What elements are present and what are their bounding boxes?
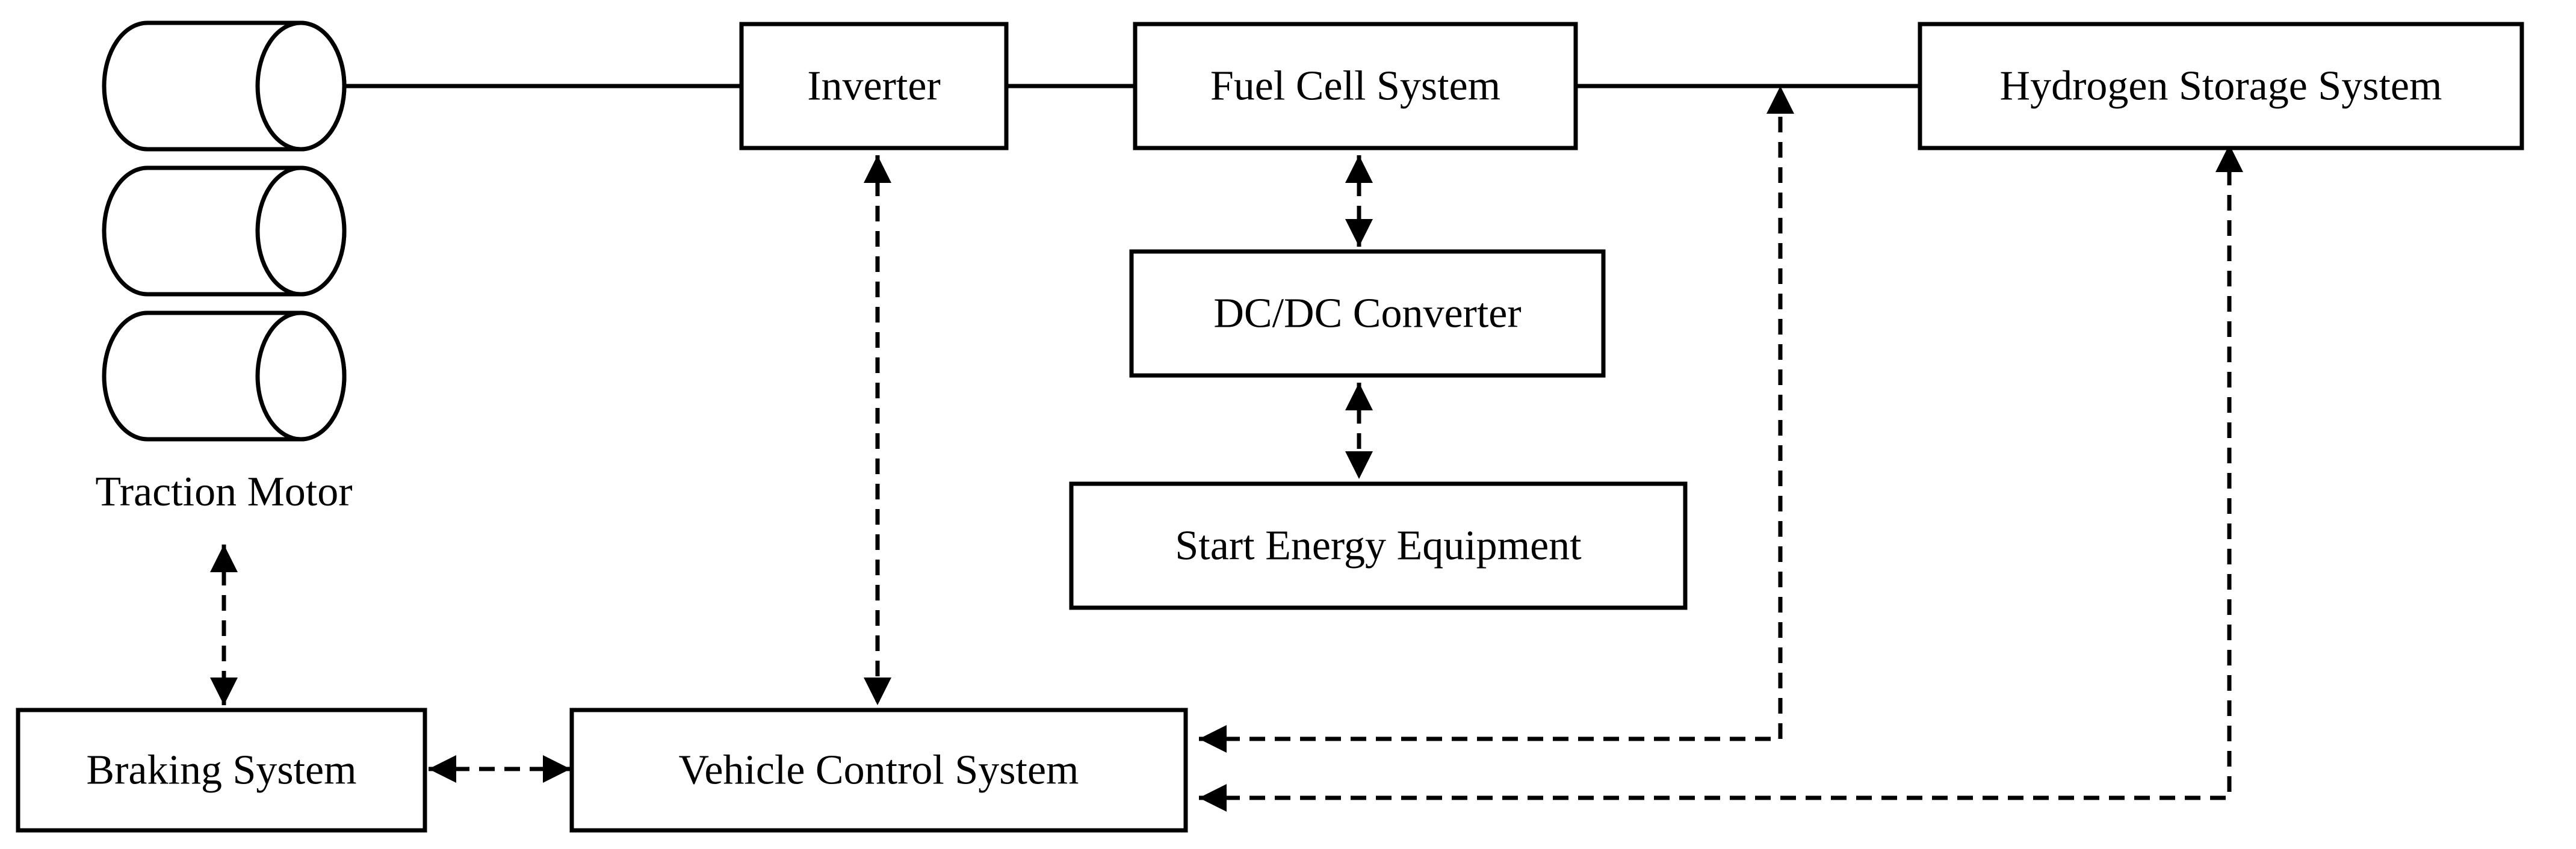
inverter-label: Inverter [807,63,941,110]
inverter-block: Inverter [739,22,1009,150]
dc-dc-converter-block: DC/DC Converter [1129,249,1606,378]
start-energy-equipment-label: Start Energy Equipment [1175,523,1582,569]
vcs-fuelcell-line-arrow [1199,86,1794,753]
start-energy-equipment-block: Start Energy Equipment [1069,481,1688,610]
braking-system-label: Braking System [86,747,356,794]
hydrogen-storage-system-label: Hydrogen Storage System [2000,63,2442,110]
vcs-hydrogen-arrow [1199,144,2243,812]
fuel-cell-system-block: Fuel Cell System [1133,22,1578,150]
vehicle-control-system-label: Vehicle Control System [679,747,1079,794]
dc-dc-converter-label: DC/DC Converter [1213,291,1521,337]
traction-motor-label: Traction Motor [95,469,352,515]
braking-system-block: Braking System [16,708,427,833]
traction-motor-icon [102,20,347,442]
vehicle-control-system-block: Vehicle Control System [569,708,1188,833]
fuel-cell-system-label: Fuel Cell System [1210,63,1500,110]
hydrogen-storage-system-block: Hydrogen Storage System [1918,22,2524,150]
